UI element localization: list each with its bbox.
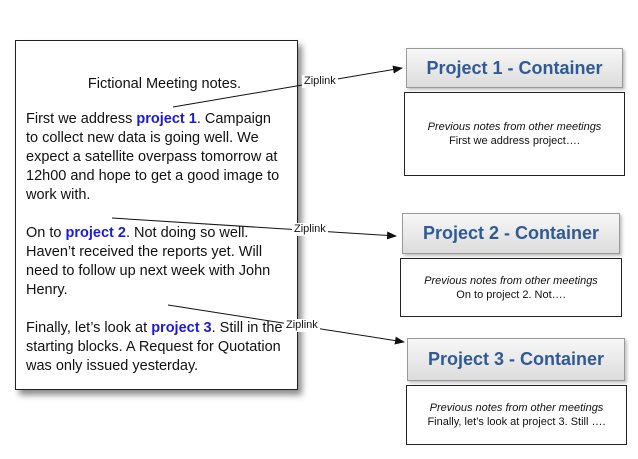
paragraph-project-3: Finally, let’s look at project 3. Still … — [26, 320, 283, 374]
project-1-link[interactable]: project 1 — [136, 111, 197, 127]
document-title: Fictional Meeting notes. — [87, 76, 242, 92]
project-3-link[interactable]: project 3 — [151, 320, 212, 336]
project-2-container-body: Previous notes from other meetings On to… — [400, 258, 622, 317]
project-1-container-header[interactable]: Project 1 - Container — [406, 48, 623, 88]
project-3-container-header[interactable]: Project 3 - Container — [407, 338, 625, 381]
ziplink-label-3: Ziplink — [284, 319, 320, 332]
note-excerpt: On to project 2. Not…. — [456, 288, 566, 301]
ziplink-label-1: Ziplink — [302, 75, 338, 88]
meeting-notes-document: Fictional Meeting notes. First we addres… — [15, 40, 298, 390]
note-excerpt: Finally, let’s look at project 3. Still … — [427, 416, 606, 428]
previous-notes-label: Previous notes from other meetings — [427, 121, 602, 133]
note-excerpt: First we address project…. — [449, 135, 580, 147]
paragraph-project-2: On to project 2. Not doing so well. Have… — [26, 225, 271, 298]
paragraph-project-1: First we address project 1. Campaign to … — [26, 111, 280, 203]
previous-notes-label: Previous notes from other meetings — [424, 274, 598, 287]
ziplink-label-2: Ziplink — [292, 223, 328, 236]
project-1-container-body: Previous notes from other meetings First… — [404, 92, 625, 176]
project-2-container-header[interactable]: Project 2 - Container — [402, 213, 620, 254]
previous-notes-label: Previous notes from other meetings — [429, 402, 604, 414]
project-3-container-body: Previous notes from other meetings Final… — [406, 385, 627, 445]
project-2-link[interactable]: project 2 — [65, 225, 126, 241]
